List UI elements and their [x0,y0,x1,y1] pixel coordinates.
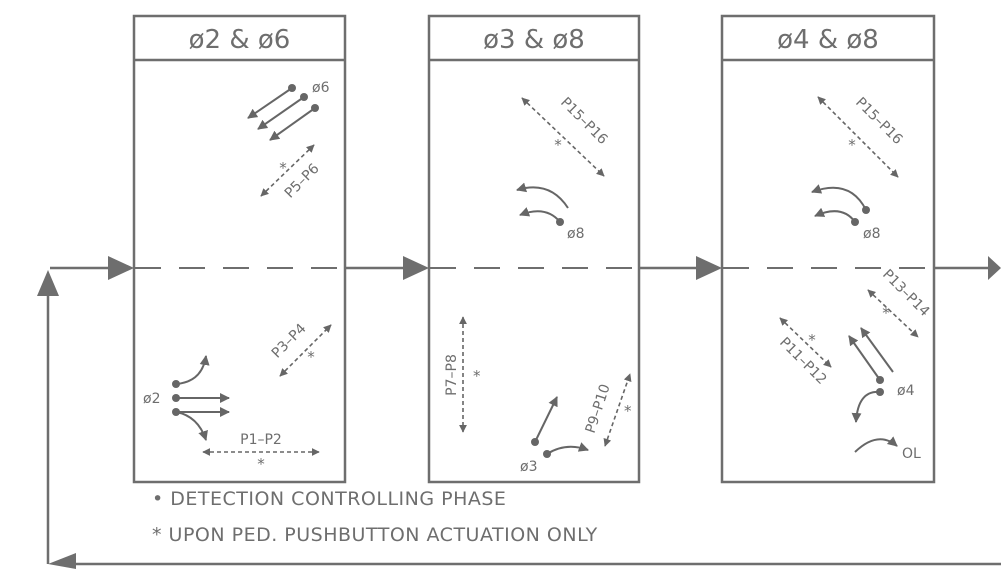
phase-box-1: ø2 & ø6 ø6 * P5–P6 ø2 [132,14,347,484]
ped-star: * [473,367,481,385]
ped-label: P7–P8 [444,354,460,396]
movement-arrows-upper [247,84,319,141]
legend-pedestrian: * UPON PED. PUSHBUTTON ACTUATION ONLY [152,524,598,546]
overlap-movement: OL [854,436,921,462]
movement-arrows-lower [172,355,230,441]
detector-label: ø4 [897,383,915,399]
ped-star: * [279,159,287,177]
flow-arrowhead-1 [108,256,134,280]
ped-label: P1–P2 [240,432,282,448]
legend-detection: • DETECTION CONTROLLING PHASE [152,488,506,510]
legend: • DETECTION CONTROLLING PHASE * UPON PED… [152,488,598,546]
detector-label: ø8 [567,226,584,242]
detection-dot [172,394,180,402]
detection-dot [556,218,564,226]
movement-arrows-lower [531,396,589,458]
ped-label: P3–P4 [269,321,310,362]
ped-label: P5–P6 [282,161,323,202]
ped-crossing-p1-p2: * P1–P2 [202,432,320,473]
ped-crossing-p11-p12: * P11–P12 [776,317,832,388]
flow-arrowhead-2 [403,256,429,280]
movement-arrows-upper [516,182,569,226]
flow-arrowhead-3 [696,256,722,280]
movement-arrows-lower [848,327,894,423]
ped-star: * [554,136,562,154]
movement-arrows-upper [811,184,870,226]
detector-label: ø6 [312,80,330,96]
detection-dot [300,93,308,101]
phase-box-3: ø4 & ø8 * P15–P16 ø8 * P11–P12 * P13–P14 [720,14,936,484]
phase-title: ø4 & ø8 [777,25,879,55]
ped-label: P9–P10 [583,382,614,435]
detector-label: ø3 [520,459,537,475]
loop-up-arrowhead [37,270,59,296]
feedback-loop [37,256,1001,569]
detection-dot [172,380,180,388]
ped-crossing-p7-p8: * P7–P8 [444,316,481,433]
ped-crossing-p15-p16: * P15–P16 [817,94,906,178]
detection-dot [311,104,319,112]
detection-dot [876,376,884,384]
ped-star: * [624,402,632,420]
ped-crossing-p13-p14: * P13–P14 [867,266,933,338]
ped-star: * [882,304,890,322]
loop-left-arrowhead [48,553,76,569]
ped-label: P15–P16 [557,94,610,147]
ped-crossing-p5-p6: * P5–P6 [260,144,323,202]
phase-box-2: ø3 & ø8 * P15–P16 ø8 * P7–P8 * P9–P10 [427,14,641,484]
ped-crossing-p3-p4: * P3–P4 [269,321,332,377]
detection-dot [851,218,859,226]
ped-star: * [257,455,265,473]
ped-star: * [848,136,856,154]
phase-title: ø3 & ø8 [483,25,585,55]
flow-arrowhead-out [988,256,1001,280]
ped-crossing-p9-p10: * P9–P10 [583,373,632,447]
detection-dot [172,408,180,416]
detector-label: ø2 [143,391,160,407]
detection-dot [876,388,884,396]
detection-dot [531,438,539,446]
detection-dot [288,84,296,92]
ped-star: * [808,331,816,349]
phase-connectors [345,256,1001,280]
detection-dot [543,450,551,458]
phase-title: ø2 & ø6 [189,25,291,55]
ped-label: P15–P16 [852,94,905,147]
overlap-label: OL [902,446,921,462]
ped-label: P11–P12 [776,334,829,387]
ped-crossing-p15-p16: * P15–P16 [521,94,611,177]
detector-label: ø8 [863,226,880,242]
ped-star: * [307,348,315,366]
detection-dot [862,206,870,214]
